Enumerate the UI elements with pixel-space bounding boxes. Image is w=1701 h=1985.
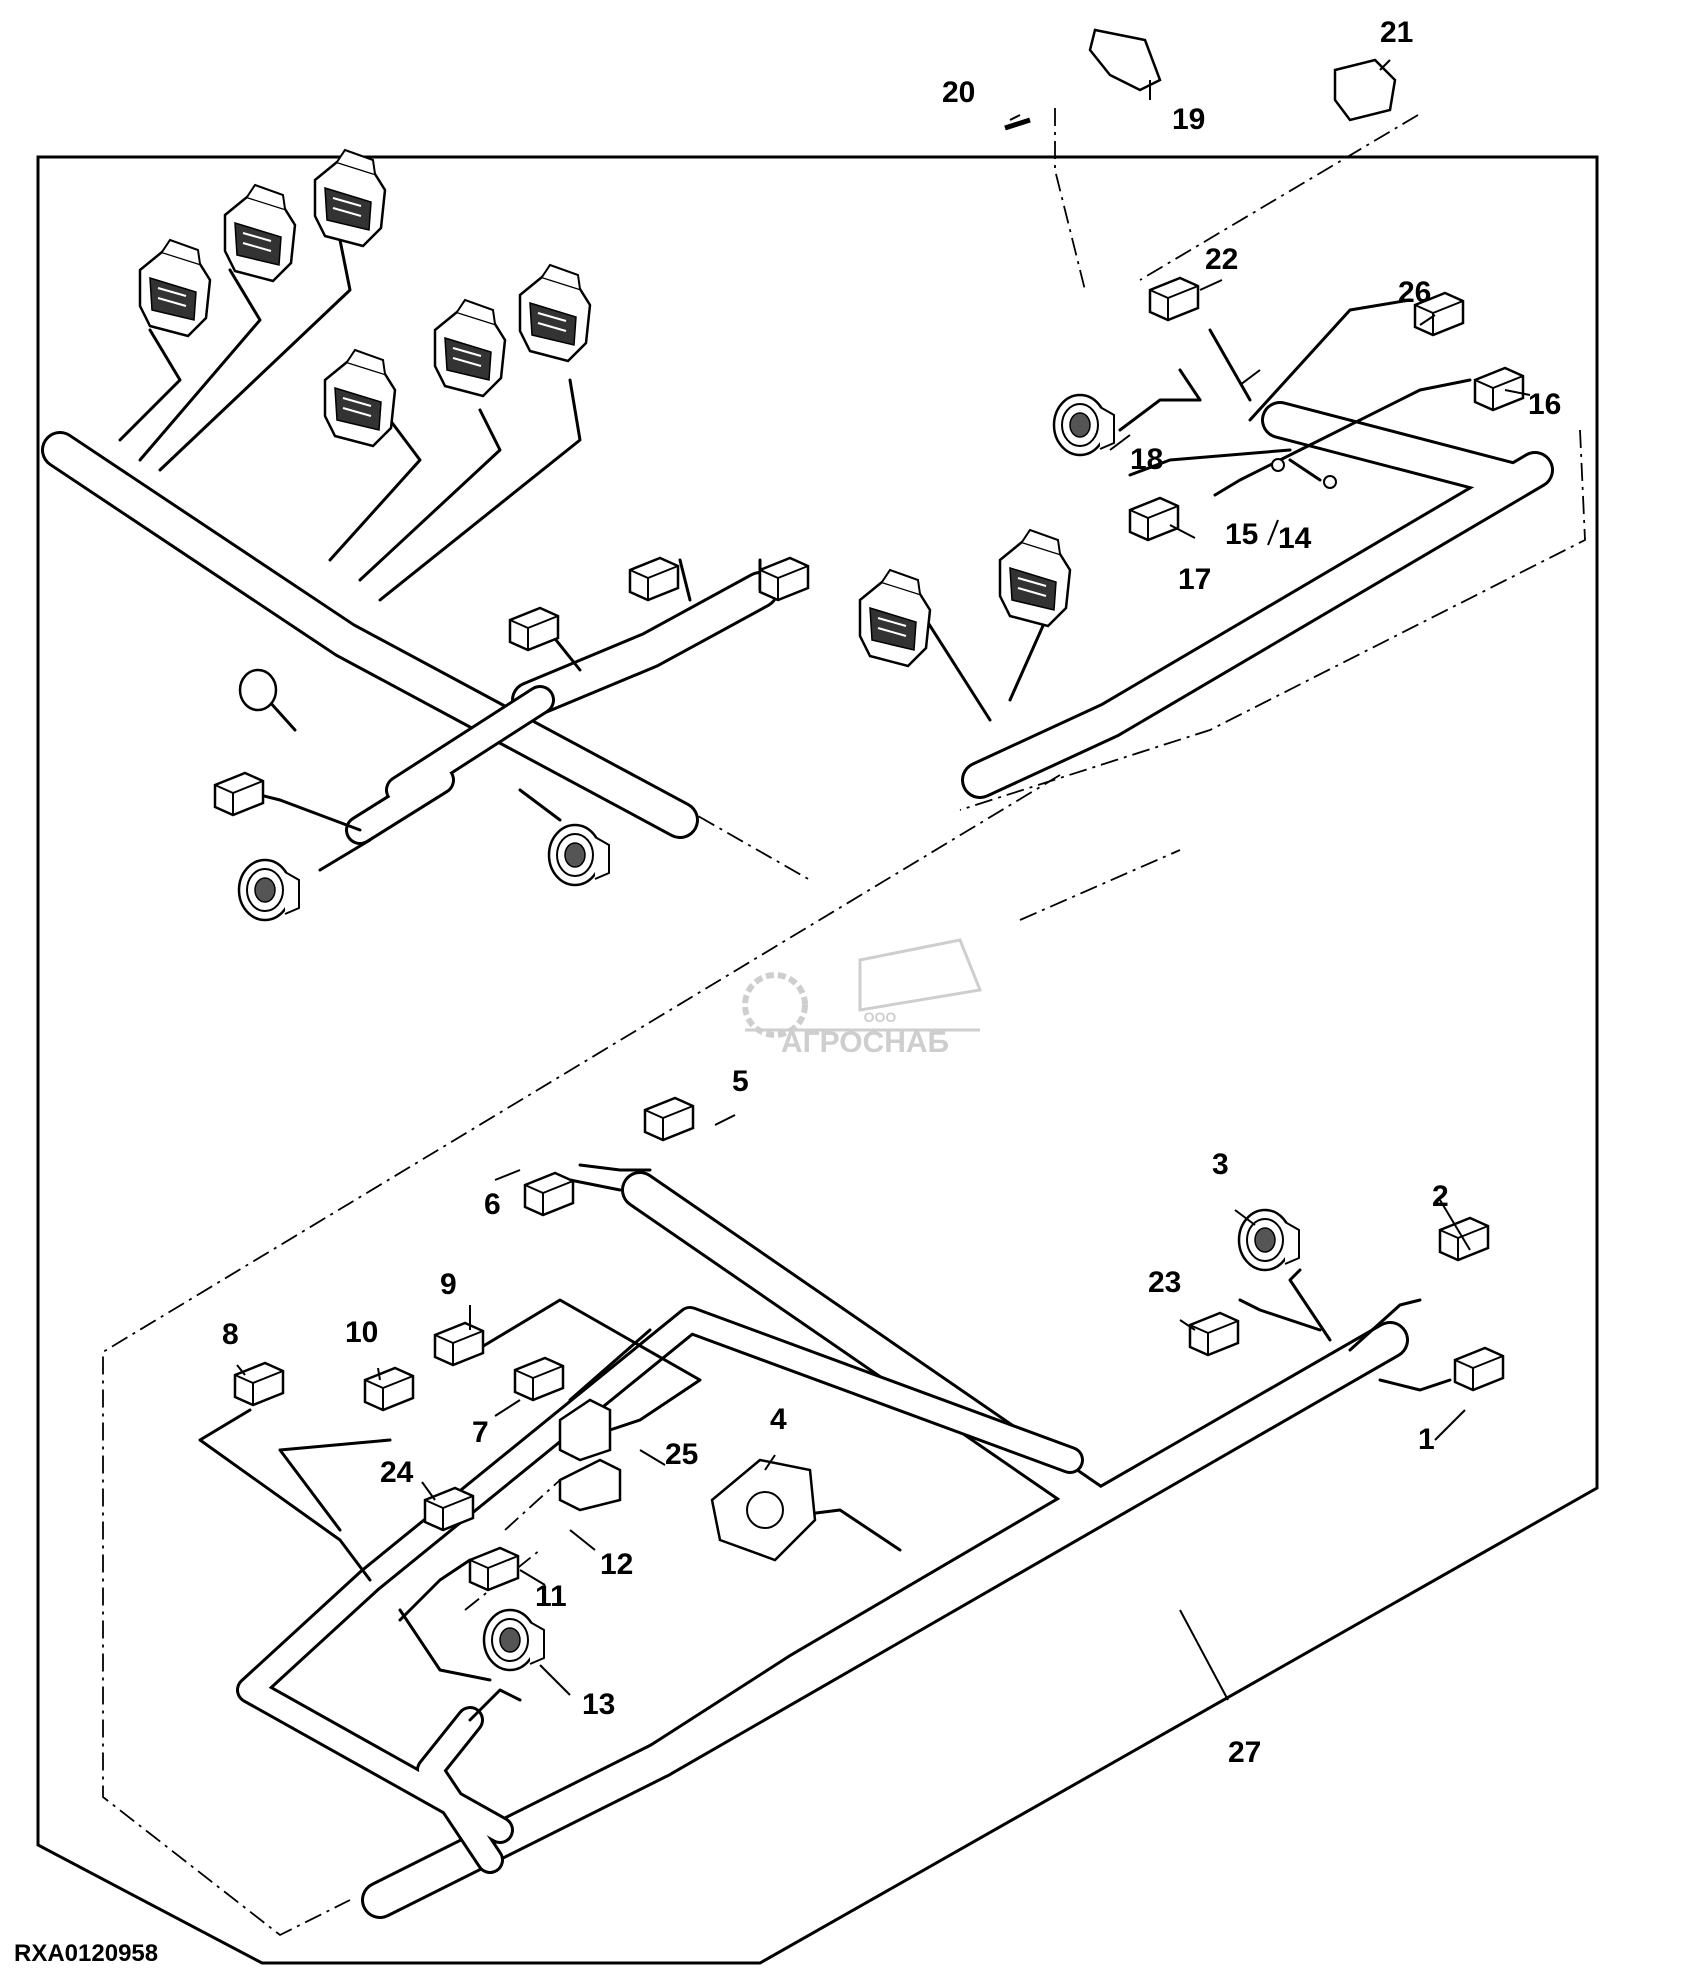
callout-6: 6: [484, 1188, 501, 1221]
upper-harness-trunk: [41, 238, 1554, 872]
callout-1: 1: [1418, 1423, 1435, 1456]
callout-2: 2: [1432, 1180, 1449, 1213]
callout-23: 23: [1148, 1266, 1182, 1299]
callout-8: 8: [222, 1318, 239, 1351]
callout-11: 11: [535, 1580, 567, 1613]
kit-boundary: [36, 155, 1599, 1965]
callout-5: 5: [732, 1065, 749, 1098]
lower-harness-trunk: [198, 1163, 1452, 1919]
leader-lines: [236, 59, 1531, 1701]
callout-27: 27: [1228, 1736, 1262, 1769]
top-parts: [1004, 28, 1525, 542]
callout-26: 26: [1398, 276, 1432, 309]
watermark-small-text: ООО: [864, 1009, 897, 1025]
callout-9: 9: [440, 1268, 457, 1301]
callout-4: 4: [770, 1403, 787, 1436]
callout-25: 25: [665, 1438, 699, 1471]
callout-17: 17: [1178, 563, 1212, 596]
watermark-logo: ООО АГРОСНАБ: [742, 938, 983, 1059]
watermark-name: АГРОСНАБ: [781, 1026, 949, 1059]
callout-10: 10: [345, 1316, 379, 1349]
callout-15: 15: [1225, 518, 1259, 551]
callout-21: 21: [1380, 16, 1414, 49]
callout-7: 7: [472, 1416, 489, 1449]
callout-22: 22: [1205, 243, 1239, 276]
callout-18: 18: [1130, 443, 1164, 476]
callout-14: 14: [1278, 522, 1312, 555]
callout-24: 24: [380, 1456, 414, 1489]
callout-12: 12: [600, 1548, 634, 1581]
callout-19: 19: [1172, 103, 1206, 136]
lower-connectors: [233, 1096, 1505, 1672]
callout-20: 20: [942, 76, 976, 109]
callout-16: 16: [1528, 388, 1562, 421]
callout-13: 13: [582, 1688, 616, 1721]
callout-3: 3: [1212, 1148, 1229, 1181]
figure-id: RXA0120958: [14, 1940, 159, 1967]
upper-connectors: [138, 148, 1072, 922]
